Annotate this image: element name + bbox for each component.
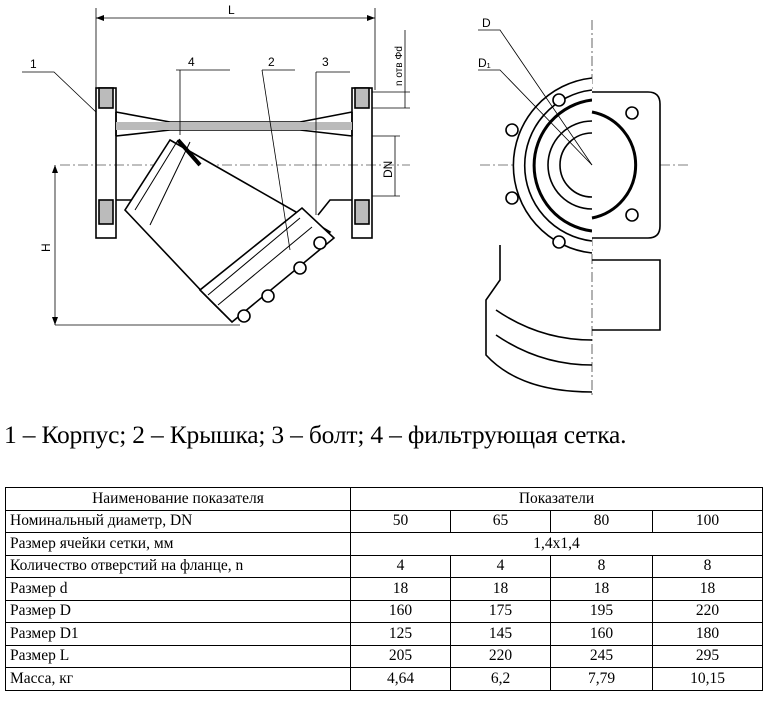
- dimension-d-label: n отв Φd: [394, 46, 405, 86]
- table-header-row: Наименование показателя Показатели: [5, 487, 764, 511]
- row-value-cell: 145: [450, 622, 551, 646]
- row-value-cell: 50: [350, 509, 451, 533]
- row-value-cell: 4: [450, 554, 551, 578]
- row-value-cell: 205: [350, 644, 451, 668]
- row-value-cell: 18: [651, 577, 764, 601]
- row-name-cell: Масса, кг: [5, 667, 351, 691]
- row-value-cell: 8: [651, 554, 764, 578]
- row-value-cell: 175: [450, 599, 551, 623]
- row-value-cell: 7,79: [550, 667, 653, 691]
- row-value-cell: 245: [550, 644, 653, 668]
- row-value-cell: 8: [550, 554, 653, 578]
- figure-caption: 1 – Корпус; 2 – Крышка; 3 – болт; 4 – фи…: [4, 420, 627, 449]
- diameter-D-label: D: [482, 16, 491, 30]
- row-value-cell: 195: [550, 599, 653, 623]
- row-name-cell: Размер d: [5, 577, 351, 601]
- row-value-cell: 18: [550, 577, 653, 601]
- row-value-cell: 100: [651, 509, 764, 533]
- row-value-cell: 4: [350, 554, 451, 578]
- dimension-DN-label: DN: [381, 161, 395, 178]
- dimension-L-label: L: [228, 3, 235, 17]
- row-name-cell: Размер D: [5, 599, 351, 623]
- row-value-cell: 160: [350, 599, 451, 623]
- diameter-D1-label: D₁: [478, 56, 491, 70]
- header-values-column: Показатели: [349, 487, 764, 511]
- row-name-cell: Размер D1: [5, 622, 351, 646]
- filter-technical-drawing: L 1 4 2 3 H DN n отв Φd D D₁: [22, 3, 690, 395]
- header-name-column: Наименование показателя: [5, 487, 351, 511]
- row-value-cell: 65: [450, 509, 551, 533]
- row-value-cell: 6,2: [450, 667, 551, 691]
- row-value-cell: 295: [651, 644, 764, 668]
- row-value-cell: 10,15: [651, 667, 764, 691]
- dimension-H-label: H: [39, 243, 53, 252]
- row-value-cell: 220: [651, 599, 764, 623]
- row-name-cell: Номинальный диаметр, DN: [5, 509, 351, 533]
- row-value-cell: 125: [350, 622, 451, 646]
- row-name-cell: Размер ячейки сетки, мм: [5, 532, 351, 556]
- callout-1-label: 1: [30, 57, 37, 71]
- row-name-cell: Количество отверстий на фланце, n: [5, 554, 351, 578]
- row-name-cell: Размер L: [5, 644, 351, 668]
- row-value-cell: 18: [450, 577, 551, 601]
- row-value-cell: 180: [651, 622, 764, 646]
- row-value-cell: 160: [550, 622, 653, 646]
- callout-3-label: 3: [322, 55, 329, 69]
- row-value-cell: 4,64: [350, 667, 451, 691]
- row-value-cell: 80: [550, 509, 653, 533]
- callout-4-label: 4: [188, 55, 195, 69]
- row-value-cell: 220: [450, 644, 551, 668]
- row-merged-value-cell: 1,4x1,4: [349, 532, 764, 556]
- callout-2-label: 2: [268, 55, 275, 69]
- specification-table: Наименование показателя Показатели Номин…: [5, 487, 764, 691]
- row-value-cell: 18: [350, 577, 451, 601]
